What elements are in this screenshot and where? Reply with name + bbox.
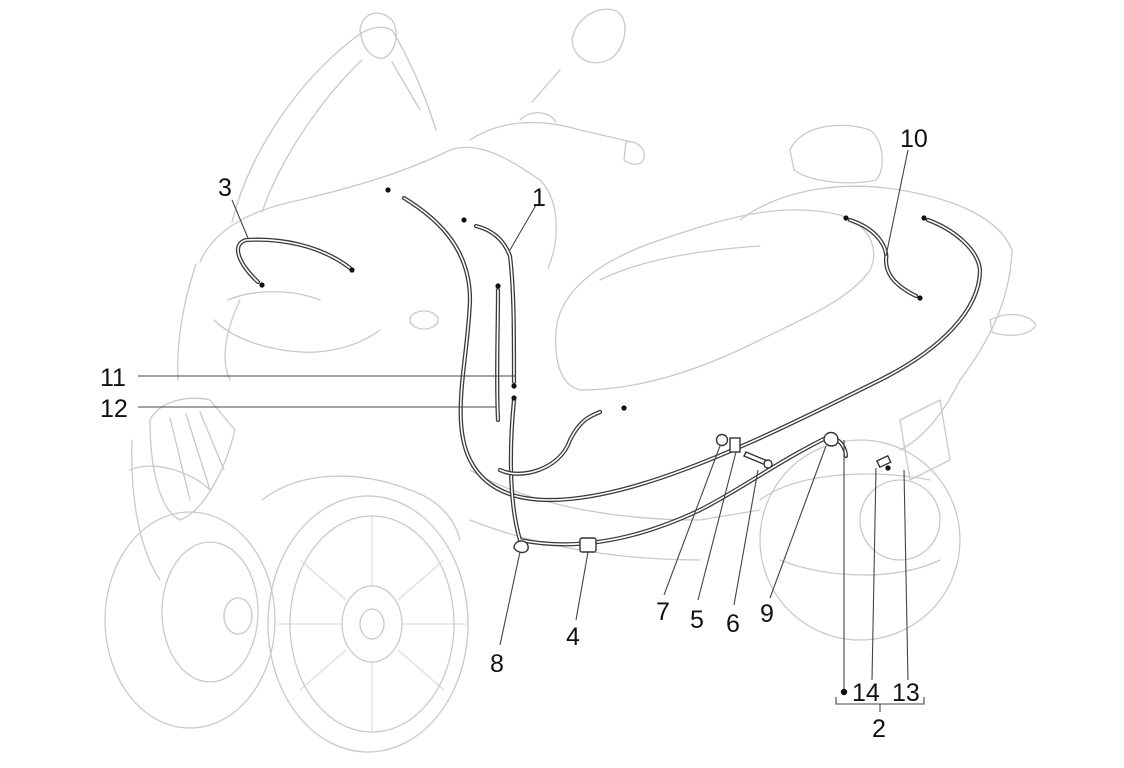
- callout-13: 13: [892, 679, 920, 707]
- callout-14: 14: [852, 679, 880, 707]
- clip-8: [513, 540, 529, 554]
- callout-10: 10: [900, 125, 928, 153]
- cable-1: [473, 223, 517, 385]
- callout-3: 3: [218, 174, 232, 202]
- callout-4: 4: [566, 623, 580, 651]
- callout-1: 1: [532, 184, 546, 212]
- cable-10: [847, 217, 919, 299]
- adjuster-14: [875, 454, 892, 469]
- cable-main: [401, 195, 983, 503]
- callout-11: 11: [100, 364, 126, 392]
- callout-7: 7: [656, 598, 670, 626]
- leader-lines: [138, 149, 925, 712]
- bracket-5: [729, 437, 741, 453]
- callout-9: 9: [760, 600, 774, 628]
- cable-ends: [259, 187, 927, 471]
- callout-12: 12: [100, 395, 128, 423]
- callout-6: 6: [726, 610, 740, 638]
- callouts: 1 3 10 11 12 8 4 7 5 6 9 14 13 2: [100, 125, 928, 743]
- callout-8: 8: [490, 650, 504, 678]
- scooter-outline: [104, 8, 1037, 753]
- clip-9: [823, 431, 839, 447]
- callout-2: 2: [872, 715, 886, 743]
- small-parts: [513, 431, 892, 554]
- callout-5: 5: [690, 606, 704, 634]
- nut-7: [715, 433, 729, 447]
- clip-4: [579, 537, 597, 553]
- cables: [235, 195, 983, 547]
- cable-3: [235, 237, 353, 285]
